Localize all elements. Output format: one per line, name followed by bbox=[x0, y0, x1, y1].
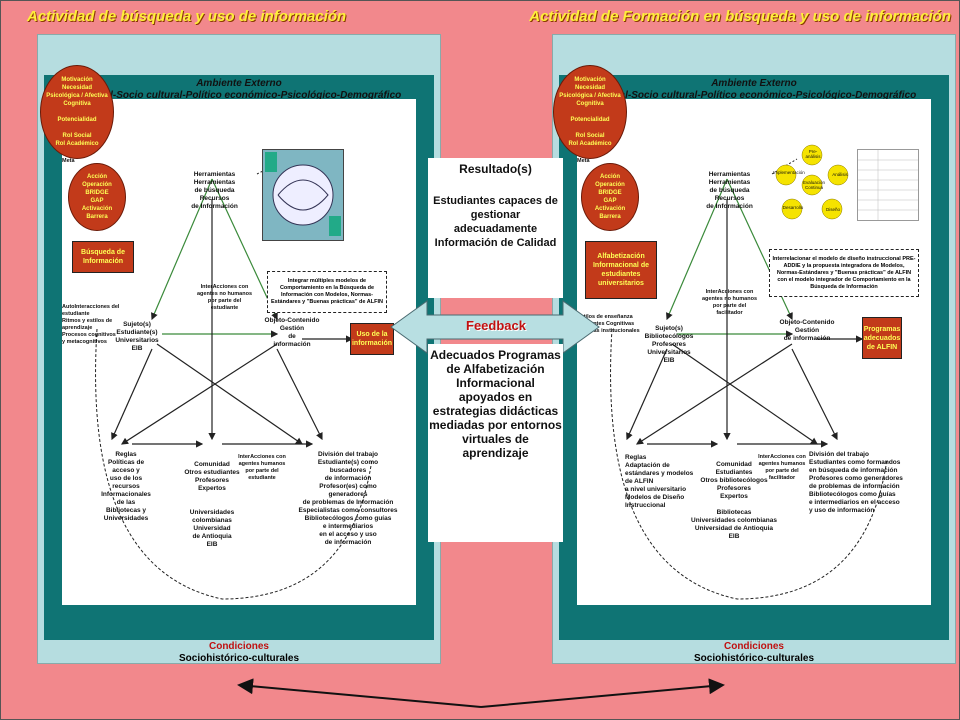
left-triangle-lines bbox=[95, 158, 373, 600]
cycle-label-preanalisis: Pre-análisis bbox=[805, 149, 821, 159]
right-interrelacionar-note: Interrelacionar el modelo de diseño inst… bbox=[769, 249, 919, 297]
right-interacciones-no-humanos: InterAcciones con agentes no humanos por… bbox=[702, 289, 758, 316]
resultado-box: Resultado(s) Estudiantes capaces de gest… bbox=[428, 158, 563, 298]
right-meta: Meta bbox=[577, 158, 590, 164]
right-interacciones-humanos: InterAcciones con agentes humanos por pa… bbox=[758, 454, 806, 481]
left-uso-box: Uso de la información bbox=[350, 323, 394, 355]
left-model-figure bbox=[262, 149, 344, 241]
left-sujeto: Sujeto(s) Estudiante(s) Universitarios E… bbox=[115, 321, 159, 352]
right-teal-frame: Ambiente Externo Laboral-Socio cultural-… bbox=[553, 65, 949, 640]
feedback-label: Feedback bbox=[466, 318, 526, 333]
right-alfab-box: Alfabetización Informacional de estudian… bbox=[585, 241, 657, 299]
right-panel: Ambiente Externo Laboral-Socio cultural-… bbox=[552, 34, 956, 664]
feedback-arrow bbox=[390, 300, 600, 354]
left-integrar-note: Integrar múltiples modelos de Comportami… bbox=[267, 271, 387, 313]
right-objeto: Objeto-Contenido Gestión de información bbox=[779, 319, 835, 342]
cycle-node bbox=[821, 198, 843, 220]
resultado-body: Estudiantes capaces de gestionar adecuad… bbox=[433, 195, 558, 249]
left-meta: Meta bbox=[62, 158, 75, 164]
programas-box: Adecuados Programas de Alfabetización In… bbox=[428, 344, 563, 542]
cycle-label-desarrollo: Desarrollo bbox=[782, 205, 804, 210]
cycle-label-analisis: Análisis bbox=[832, 172, 848, 177]
right-small-table bbox=[857, 149, 919, 221]
left-oval-accion: Acción Operación BRIDGE GAP Activación B… bbox=[68, 163, 126, 231]
cycle-node bbox=[801, 144, 823, 166]
right-condiciones: Condiciones Sociohistórico-culturales bbox=[693, 641, 815, 664]
resultado-title: Resultado(s) bbox=[459, 162, 532, 176]
cycle-label-implementacion: Implementación bbox=[773, 170, 805, 175]
left-teal-frame: Ambiente Externo Laboral-Socio cultural-… bbox=[40, 65, 434, 640]
left-interacciones-no-humanos: InterAcciones con agentes no humanos por… bbox=[197, 284, 253, 311]
programas-text: Adecuados Programas de Alfabetización In… bbox=[429, 348, 562, 460]
left-oval-motivacion: Motivación Necesidad Psicológica / Afect… bbox=[40, 65, 114, 159]
left-division: División del trabajo Estudiante(s) como … bbox=[298, 451, 398, 546]
right-reglas: Reglas Adaptación de estándares y modelo… bbox=[625, 454, 694, 509]
right-oval-motivacion: Motivación Necesidad Psicológica / Afect… bbox=[553, 65, 627, 159]
right-comunidad: Comunidad Estudiantes Otros bibliotecólo… bbox=[691, 461, 777, 540]
left-interacciones-humanos: InterAcciones con agentes humanos por pa… bbox=[238, 454, 286, 481]
bottom-double-arrow bbox=[237, 678, 725, 708]
cycle-node bbox=[775, 164, 797, 186]
right-programas-box: Programas adecuados de ALFIN bbox=[862, 317, 902, 359]
left-autointeracciones: AutoInteracciones del estudiante Ritmos … bbox=[62, 304, 120, 345]
left-objeto: Objeto-Contenido Gestión de información bbox=[264, 317, 320, 348]
right-ambiente: Ambiente Externo Laboral-Socio cultural-… bbox=[591, 78, 917, 101]
right-herramientas: Herramientas Herramientas de búsqueda Re… bbox=[706, 171, 753, 210]
right-oval-accion: Acción Operación BRIDGE GAP Activación B… bbox=[581, 163, 639, 231]
cycle-node bbox=[801, 174, 823, 196]
cycle-node bbox=[781, 198, 803, 220]
left-reglas: Reglas Políticas de acceso y uso de los … bbox=[101, 451, 151, 522]
right-header: Actividad de Formación en búsqueda y uso… bbox=[529, 8, 951, 25]
right-sujeto: Sujeto(s) Bibliotecólogos Profesores Uni… bbox=[644, 325, 694, 364]
right-triangle-lines bbox=[610, 158, 888, 600]
left-busqueda-box: Búsqueda de Información bbox=[72, 241, 134, 273]
left-condiciones: Condiciones Sociohistórico-culturales bbox=[178, 641, 300, 664]
left-herramientas: Herramientas Herramientas de búsqueda Re… bbox=[191, 171, 238, 210]
left-panel: Ambiente Externo Laboral-Socio cultural-… bbox=[37, 34, 441, 664]
cycle-label-diseno: Diseño bbox=[825, 207, 840, 212]
right-addie-cycle bbox=[775, 144, 849, 220]
left-header: Actividad de búsqueda y uso de informaci… bbox=[27, 8, 347, 25]
cycle-node bbox=[827, 164, 849, 186]
left-ambiente: Ambiente Externo Laboral-Socio cultural-… bbox=[76, 78, 402, 101]
cycle-label-evaluacion: Evaluación Continua bbox=[802, 180, 825, 190]
right-division: División del trabajo Estudiantes como fo… bbox=[809, 451, 903, 514]
left-comunidad: Comunidad Otros estudiantes Profesores E… bbox=[184, 461, 240, 548]
